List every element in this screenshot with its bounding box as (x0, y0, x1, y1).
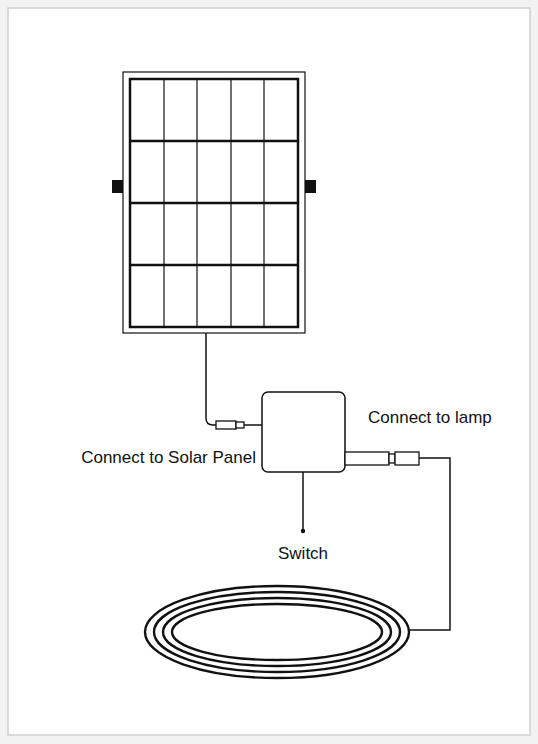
cell-rows (130, 141, 298, 265)
switch-label: Switch (278, 544, 328, 564)
coil-ring (172, 604, 382, 660)
controller-box (262, 392, 345, 472)
mount-tab (112, 180, 123, 193)
panel-wire (206, 333, 262, 429)
panel-frame (123, 72, 305, 333)
panel-port-label: Connect to Solar Panel (81, 448, 256, 468)
solar-panel (112, 72, 316, 333)
switch-lead (301, 472, 305, 533)
coil-ring (154, 592, 400, 672)
page-frame (8, 8, 530, 735)
lamp-port-label: Connect to lamp (368, 408, 492, 428)
coil-ring (163, 598, 391, 666)
mount-tab (305, 180, 316, 193)
coil-ring (145, 586, 409, 678)
lamp-coil (145, 586, 409, 678)
panel-cells (130, 79, 298, 327)
